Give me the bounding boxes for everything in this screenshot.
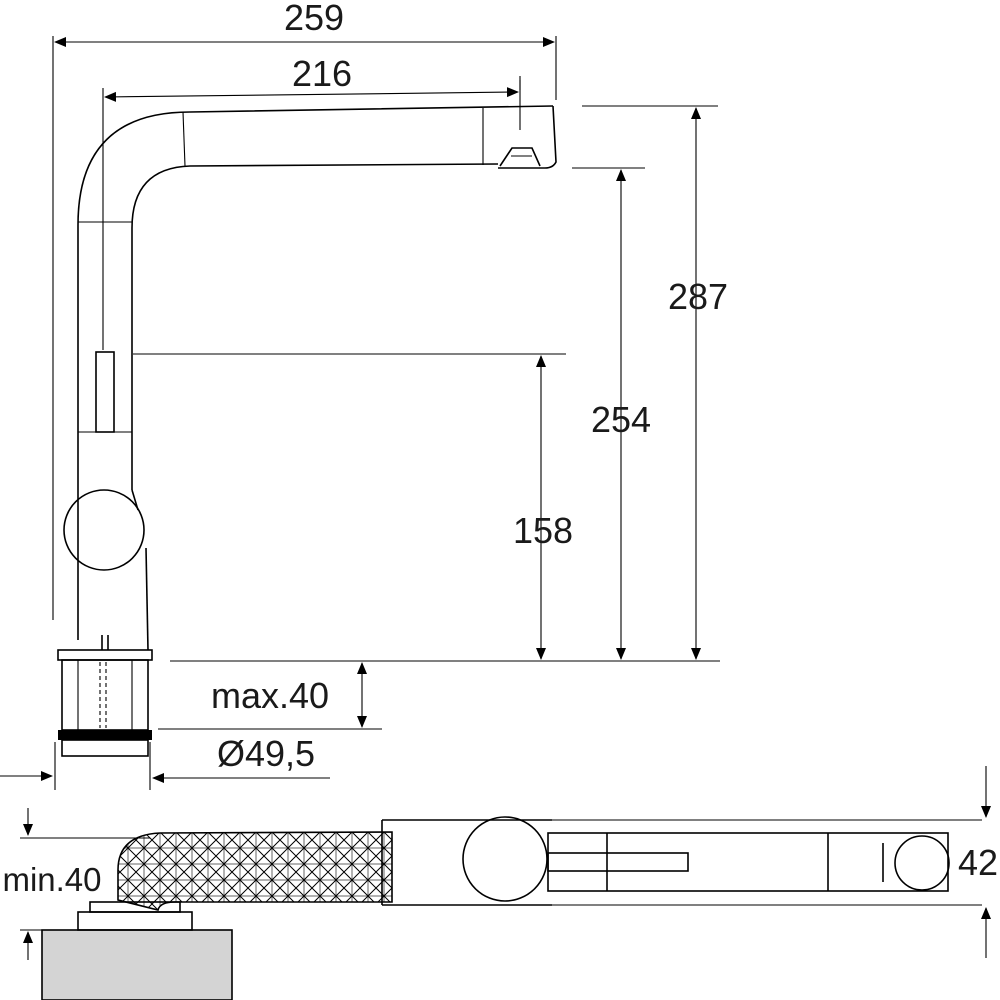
aerator-icon <box>499 147 541 167</box>
pullout-handle-slot <box>95 351 115 433</box>
dimension-label-hole-diameter: Ø49,5 <box>217 733 315 774</box>
spout-seam-line <box>182 111 186 167</box>
handle-slot-top <box>547 852 689 872</box>
spout-outline-inner <box>131 163 499 490</box>
dimension-label-overall-reach: 259 <box>284 0 344 38</box>
dimension-label-lever-height: 158 <box>513 510 573 551</box>
locking-nut <box>61 739 149 757</box>
spout-body-top <box>547 832 949 892</box>
mounting-shank <box>61 659 149 731</box>
dimension-label-max-deck: max.40 <box>211 675 329 716</box>
dimension-label-spout-clearance: 254 <box>591 399 651 440</box>
side-view: 259 216 287 254 158 max.40 Ø49,5 <box>0 0 728 790</box>
lever-knob-top <box>462 816 548 902</box>
dimension-label-spout-reach: 216 <box>292 53 352 94</box>
dimension-line-216 <box>104 87 519 102</box>
braided-hose <box>117 831 393 911</box>
dimension-label-min-clearance: min.40 <box>2 861 101 898</box>
lever-knob <box>63 489 145 571</box>
countertop-block <box>41 929 233 1000</box>
aerator-top <box>894 835 950 891</box>
sealing-gasket <box>58 730 152 740</box>
spout-outline-outer <box>77 105 554 640</box>
dimension-label-total-height: 287 <box>668 276 728 317</box>
spout-head <box>498 105 557 169</box>
dimension-label-body-diameter: 42 <box>958 842 998 883</box>
base-flange <box>77 911 193 931</box>
plan-view: min.40 42 <box>2 766 998 1000</box>
base-plate <box>57 649 153 661</box>
